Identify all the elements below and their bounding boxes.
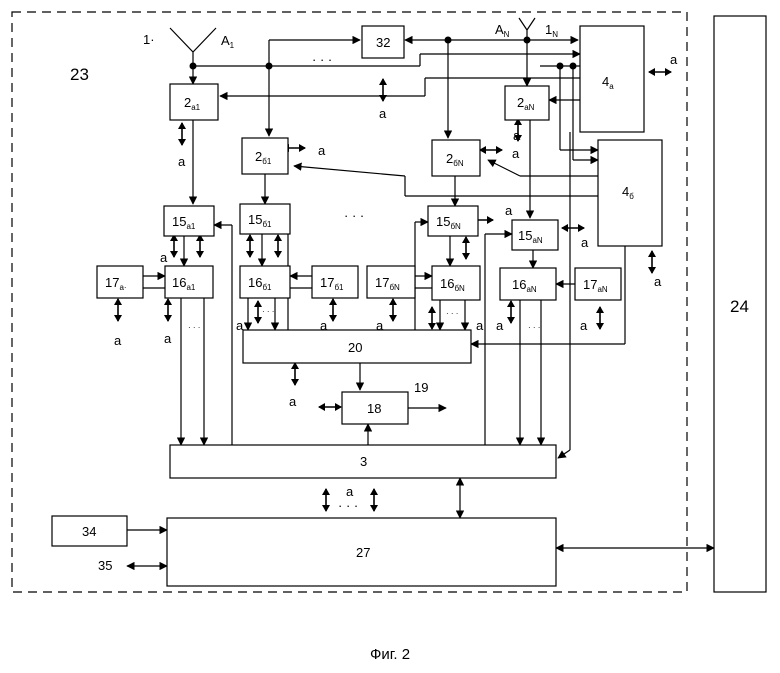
block-32: 32: [362, 26, 404, 58]
label-a: a: [114, 333, 122, 348]
svg-text:32: 32: [376, 35, 390, 50]
label-1: 1·: [143, 32, 155, 47]
block-15a1: 15a1: [164, 206, 214, 236]
antenna-n-icon: [519, 18, 535, 40]
label-a: a: [513, 128, 521, 143]
label-a: a: [581, 235, 589, 250]
block-17an: 17aN: [575, 268, 621, 300]
label-a: a: [505, 203, 513, 218]
block-16an: 16aN: [500, 268, 556, 300]
label-a: a: [236, 318, 244, 333]
label-a: a: [318, 143, 326, 158]
label-dots: · · ·: [188, 323, 200, 332]
label-dots: · · ·: [344, 208, 364, 223]
label-23: 23: [70, 65, 89, 84]
label-dots: · · ·: [262, 307, 274, 316]
block-3: 3: [170, 445, 556, 478]
block-17b1: 17б1: [312, 266, 358, 298]
svg-text:34: 34: [82, 524, 96, 539]
label-a: a: [670, 52, 678, 67]
svg-text:18: 18: [367, 401, 381, 416]
svg-text:3: 3: [360, 454, 367, 469]
label-an: AN: [495, 22, 510, 39]
block-17bn: 17бN: [367, 266, 415, 298]
block-2b1: 2б1: [242, 138, 288, 174]
block-18: 18: [342, 392, 408, 424]
block-2an: 2aN: [505, 86, 549, 120]
antenna-1-icon: [170, 28, 216, 66]
block-15b1: 15б1: [240, 204, 290, 234]
label-a: a: [476, 318, 484, 333]
label-a: a: [164, 331, 172, 346]
block-diagram: 32 4a 4б 2a1 2aN 2б1 2бN 15a1 15б1 15б: [0, 0, 780, 640]
label-a: a: [654, 274, 662, 289]
svg-text:24: 24: [730, 297, 749, 316]
label-a: a: [346, 484, 354, 499]
label-a: a: [376, 318, 384, 333]
figure-caption: Фиг. 2: [0, 646, 780, 663]
block-4a: 4a: [580, 26, 644, 132]
block-16a1: 16a1: [165, 266, 213, 298]
label-dots: · · ·: [338, 498, 358, 513]
block-15bn: 15бN: [428, 206, 478, 236]
block-20: 20: [243, 330, 471, 363]
svg-text:20: 20: [348, 340, 362, 355]
label-dots: · · ·: [312, 52, 332, 67]
label-a: a: [178, 154, 186, 169]
label-a: a: [379, 106, 387, 121]
label-a: a: [289, 394, 297, 409]
label-a1: A1: [221, 33, 235, 50]
label-a: a: [320, 318, 328, 333]
label-1n: 1N: [545, 22, 558, 39]
label-dots: · · ·: [446, 309, 458, 318]
label-dots: · · ·: [528, 323, 540, 332]
block-34: 34: [52, 516, 127, 546]
block-2bn: 2бN: [432, 140, 480, 176]
label-35: 35: [98, 558, 112, 573]
label-a: a: [160, 250, 168, 265]
block-15an: 15aN: [512, 220, 558, 250]
label-a: a: [580, 318, 588, 333]
block-16b1: 16б1: [240, 266, 290, 298]
label-a: a: [496, 318, 504, 333]
block-17a: 17a·: [97, 266, 143, 298]
label-19: 19: [414, 380, 428, 395]
svg-text:27: 27: [356, 545, 370, 560]
label-a: a: [512, 146, 520, 161]
block-2a1: 2a1: [170, 84, 218, 120]
block-24: 24: [714, 16, 766, 592]
block-27: 27: [167, 518, 556, 586]
block-4b: 4б: [598, 140, 662, 246]
block-16bn: 16бN: [432, 266, 480, 300]
